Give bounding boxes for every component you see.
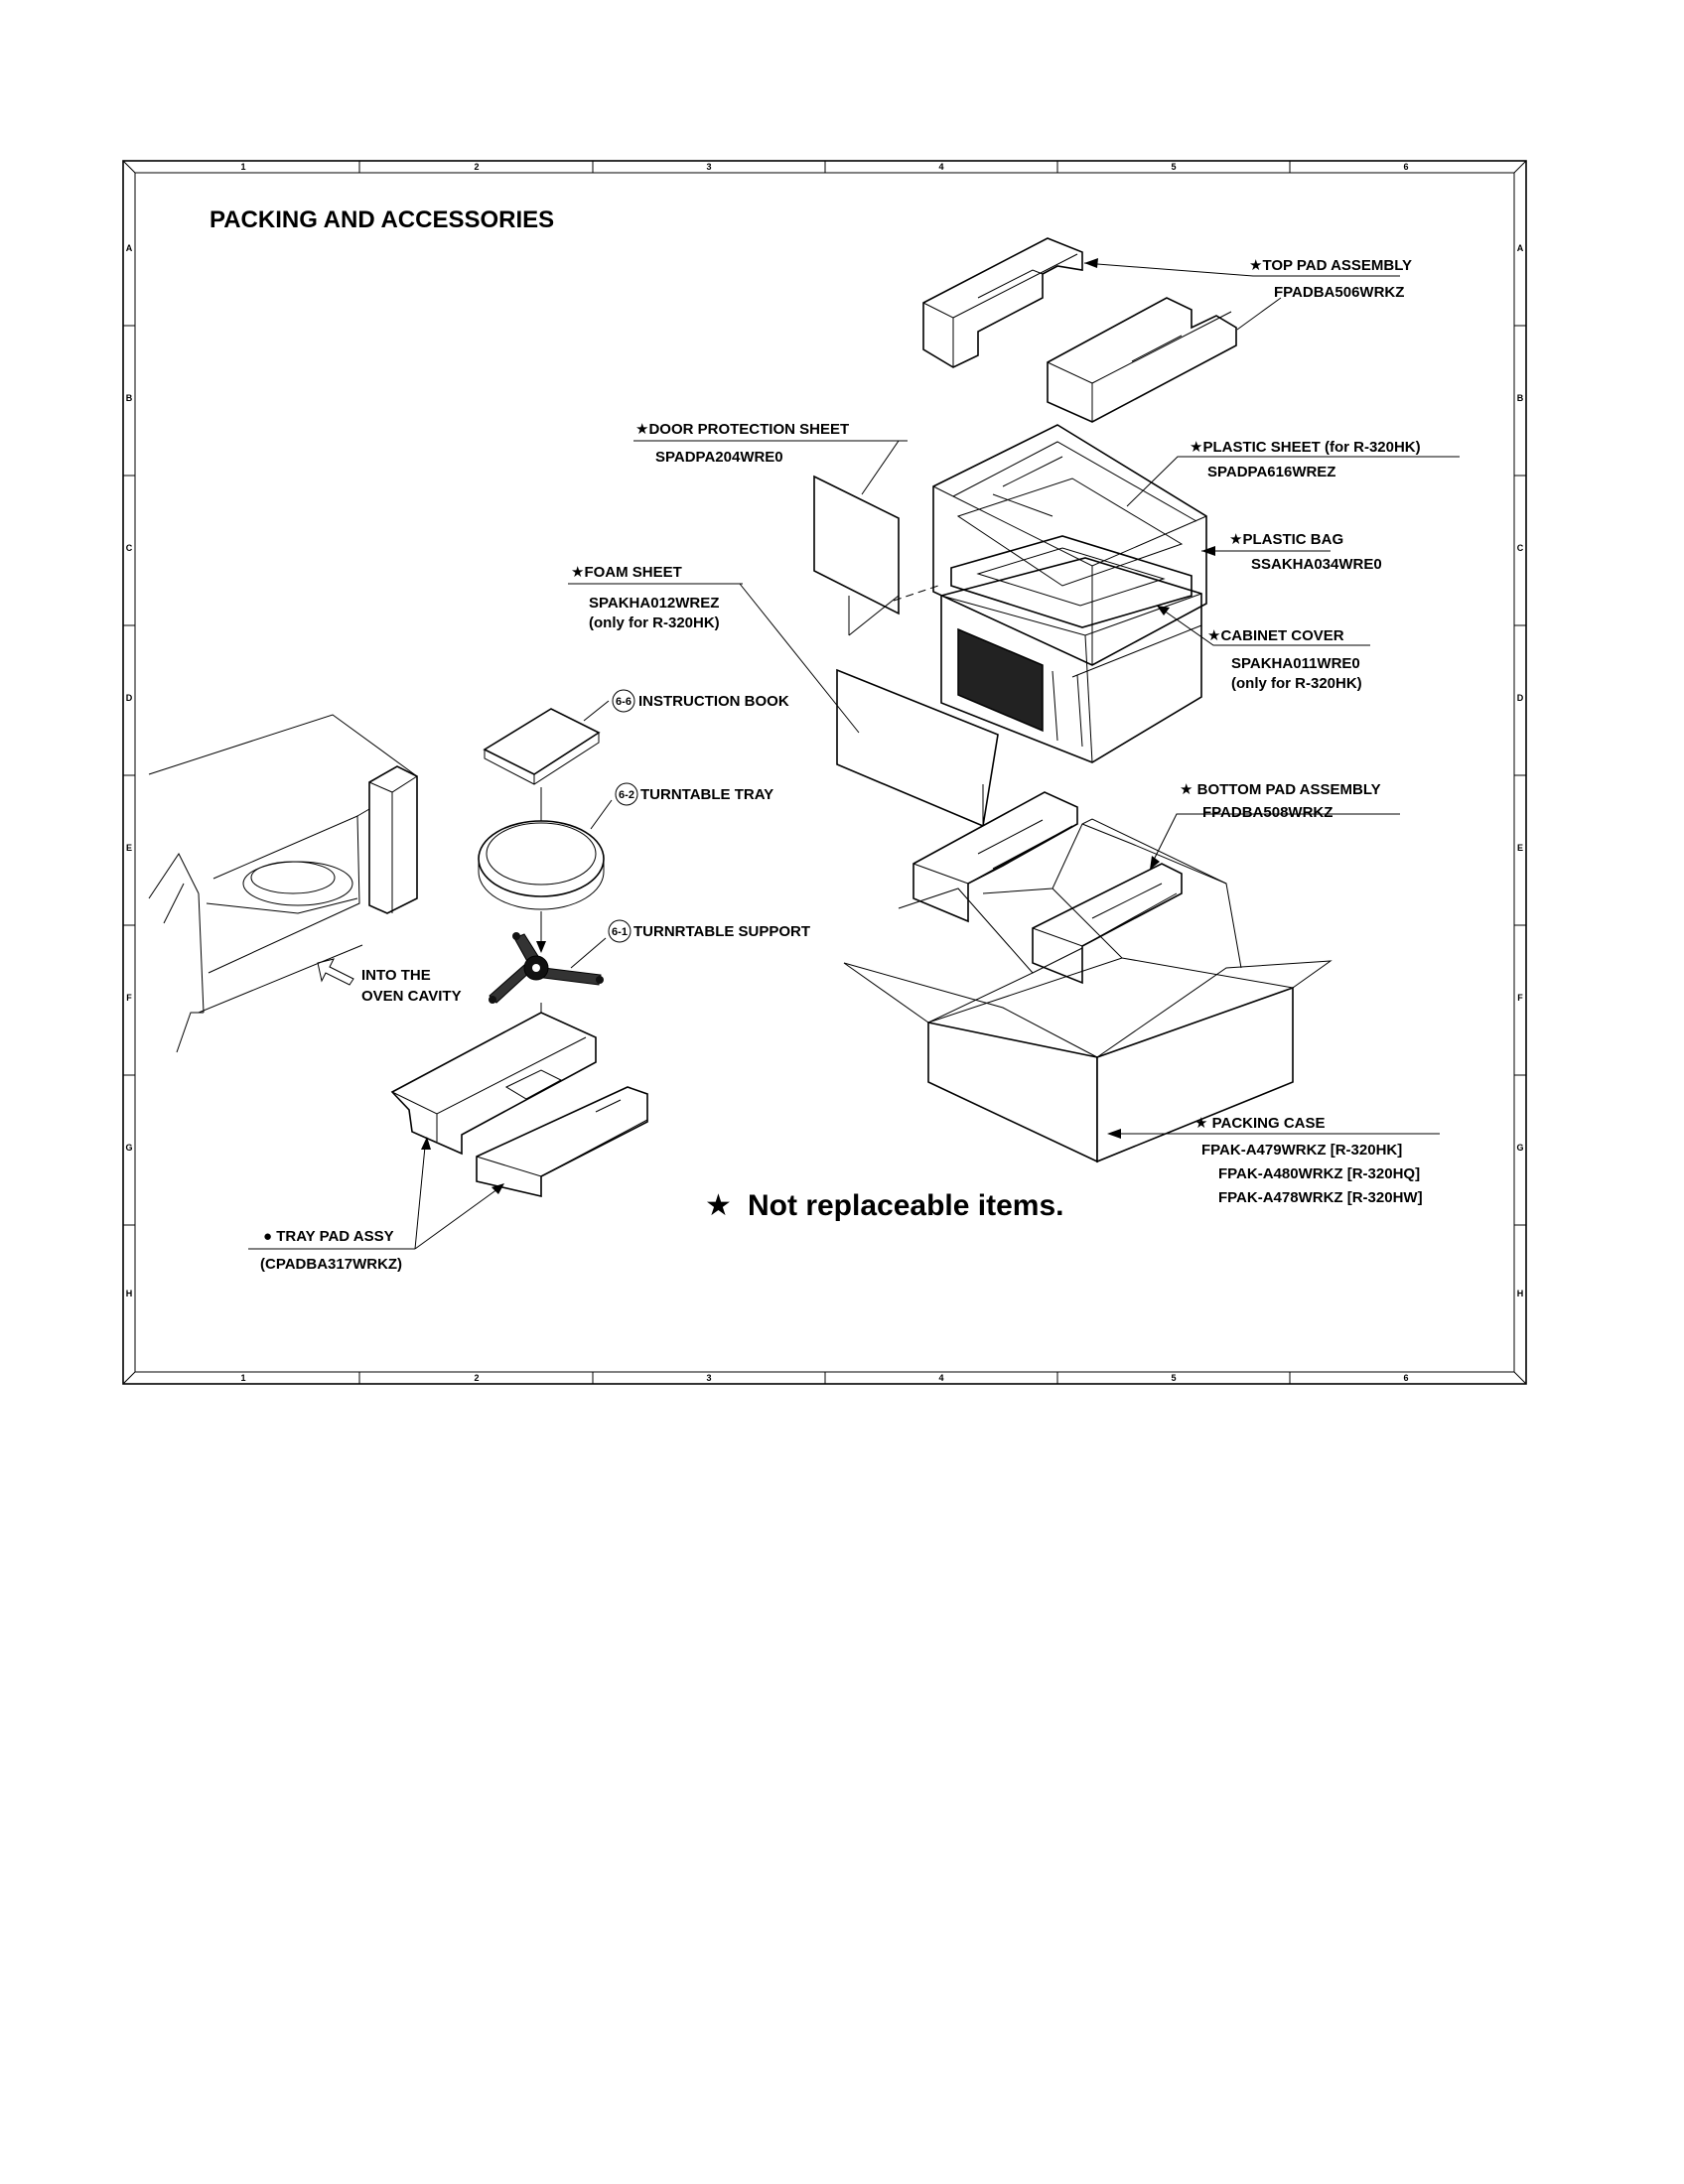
turntable-support-ref: 6-1 xyxy=(612,926,628,938)
oven-cavity-label-line2: OVEN CAVITY xyxy=(361,988,462,1005)
tray-pad-code: (CPADBA317WRKZ) xyxy=(260,1256,402,1273)
plastic-bag-name: ★PLASTIC BAG xyxy=(1229,531,1343,548)
row-label: A xyxy=(1517,243,1524,253)
row-label: H xyxy=(1517,1289,1524,1298)
turntable-tray-ref: 6-2 xyxy=(619,789,634,801)
turntable-tray xyxy=(478,820,605,910)
door-sheet-code: SPADPA204WRE0 xyxy=(655,449,783,466)
turntable-support-label: TURNRTABLE SUPPORT xyxy=(633,923,810,940)
turntable-tray-label: TURNTABLE TRAY xyxy=(640,786,773,803)
packing-case xyxy=(843,818,1333,1163)
row-label: B xyxy=(126,393,133,403)
bottom-pad-name: ★ BOTTOM PAD ASSEMBLY xyxy=(1180,781,1381,798)
top-pad-name: ★TOP PAD ASSEMBLY xyxy=(1249,257,1412,274)
plastic-sheet xyxy=(956,478,1184,587)
row-label: F xyxy=(126,993,132,1003)
row-label: D xyxy=(126,693,133,703)
plastic-bag-code: SSAKHA034WRE0 xyxy=(1251,556,1382,573)
column-label: 5 xyxy=(1171,162,1176,172)
row-label: E xyxy=(1517,843,1523,853)
into-cavity-arrow-icon xyxy=(317,958,354,986)
column-label: 6 xyxy=(1403,1373,1408,1383)
row-label: A xyxy=(126,243,133,253)
column-label: 2 xyxy=(474,162,479,172)
column-label: 3 xyxy=(706,162,711,172)
column-label: 6 xyxy=(1403,162,1408,172)
drawing-frame: 1 2 3 4 5 6 1 2 3 4 5 6 A B C D E F G H … xyxy=(122,160,1527,1385)
page-title: PACKING AND ACCESSORIES xyxy=(210,206,554,233)
packing-case-code: FPAK-A480WRKZ [R-320HQ] xyxy=(1218,1165,1420,1182)
bottom-pad-assembly xyxy=(912,791,1183,985)
plastic-bag xyxy=(950,535,1193,628)
plastic-sheet-name: ★PLASTIC SHEET (for R-320HK) xyxy=(1190,439,1421,456)
cabinet-cover-note: (only for R-320HK) xyxy=(1231,675,1362,692)
column-label: 4 xyxy=(938,162,943,172)
instruction-book-ref: 6-6 xyxy=(616,696,632,708)
foam-sheet-note: (only for R-320HK) xyxy=(589,614,720,631)
tray-pad-assembly xyxy=(390,1012,648,1198)
top-pad-assembly xyxy=(922,237,1237,423)
plastic-sheet-code: SPADPA616WREZ xyxy=(1207,464,1335,480)
foam-sheet-code: SPAKHA012WREZ xyxy=(589,595,719,612)
oven-cavity xyxy=(148,714,418,1053)
row-label: H xyxy=(126,1289,133,1298)
cabinet-cover-box xyxy=(932,424,1207,666)
packing-case-code: FPAK-A479WRKZ [R-320HK] xyxy=(1201,1142,1402,1159)
instruction-book xyxy=(483,708,601,785)
ref-circle xyxy=(615,782,638,806)
star-icon: ★ xyxy=(705,1189,732,1222)
column-label: 4 xyxy=(938,1373,943,1383)
column-label: 5 xyxy=(1171,1373,1176,1383)
tray-pad-name: ● TRAY PAD ASSY xyxy=(263,1228,394,1245)
cabinet-cover-name: ★CABINET COVER xyxy=(1207,627,1344,644)
ref-circle xyxy=(608,919,632,943)
column-label: 1 xyxy=(240,1373,245,1383)
column-label: 2 xyxy=(474,1373,479,1383)
row-label: B xyxy=(1517,393,1524,403)
foam-sheet-name: ★FOAM SHEET xyxy=(571,564,682,581)
row-label: F xyxy=(1517,993,1523,1003)
cabinet-cover-code: SPAKHA011WRE0 xyxy=(1231,655,1360,672)
oven-cavity-label-line1: INTO THE xyxy=(361,967,431,984)
ref-circle xyxy=(612,689,635,713)
bottom-pad-code: FPADBA508WRKZ xyxy=(1202,804,1333,821)
instruction-book-label: INSTRUCTION BOOK xyxy=(638,693,789,710)
column-label: 1 xyxy=(240,162,245,172)
door-protection-sheet xyxy=(813,475,900,615)
packing-case-code: FPAK-A478WRKZ [R-320HW] xyxy=(1218,1189,1423,1206)
row-label: G xyxy=(125,1143,132,1153)
top-pad-code: FPADBA506WRKZ xyxy=(1274,284,1404,301)
packing-case-name: ★ PACKING CASE xyxy=(1194,1115,1326,1132)
row-label: E xyxy=(126,843,132,853)
microwave-unit xyxy=(940,557,1202,763)
column-label: 3 xyxy=(706,1373,711,1383)
door-sheet-name: ★DOOR PROTECTION SHEET xyxy=(635,421,849,438)
not-replaceable-note: Not replaceable items. xyxy=(748,1189,1063,1222)
turntable-support xyxy=(489,932,604,1004)
row-label: C xyxy=(126,543,133,553)
row-label: D xyxy=(1517,693,1524,703)
row-label: G xyxy=(1516,1143,1523,1153)
row-label: C xyxy=(1517,543,1524,553)
